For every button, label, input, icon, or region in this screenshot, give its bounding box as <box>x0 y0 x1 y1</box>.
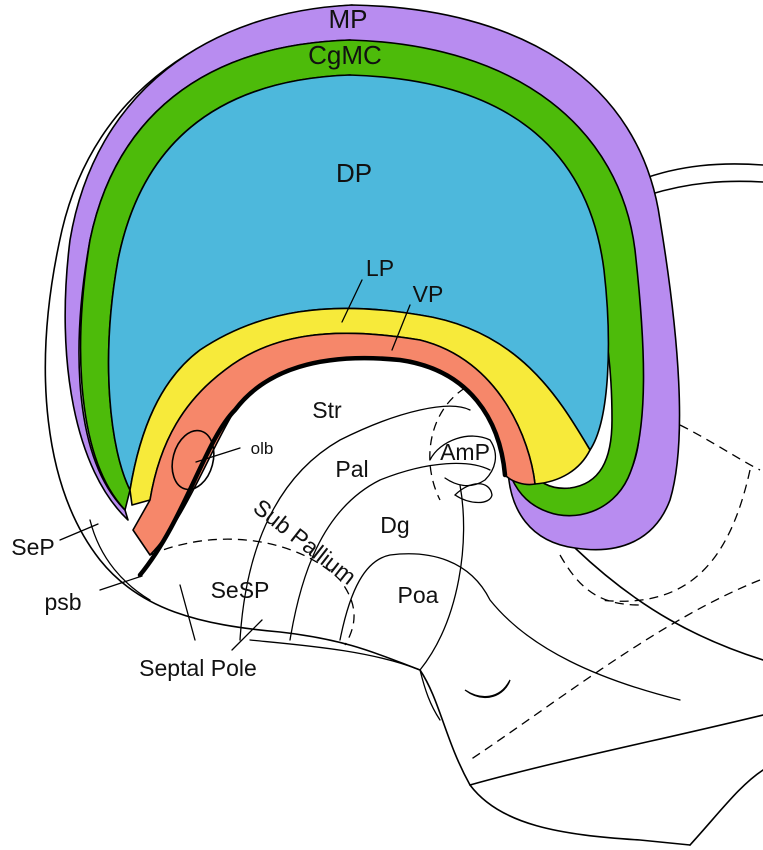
ventricle-tail <box>464 679 511 699</box>
small-loop <box>453 483 493 504</box>
olb-ellipse <box>171 429 215 491</box>
label-psb: psb <box>44 589 81 615</box>
subpallium-lines <box>89 405 681 701</box>
pal-dg-boundary <box>289 462 491 641</box>
label-dg: Dg <box>380 512 409 538</box>
lp-leader <box>341 279 363 323</box>
dg-poa-boundary <box>339 553 681 701</box>
cortex-line-top-right-2 <box>647 180 763 196</box>
stem-line-bottom <box>689 769 763 846</box>
label-sesp: SeSP <box>211 577 270 603</box>
label-dp: DP <box>336 158 372 188</box>
subpallium-dashed-boundary <box>149 538 355 646</box>
leader-lines <box>59 279 411 651</box>
label-cgmc: CgMC <box>308 40 382 70</box>
right-dashed-inner <box>559 554 641 606</box>
dashed-boundaries <box>149 387 761 761</box>
septal-pole-leader-2 <box>231 619 263 651</box>
ventral-contour <box>419 669 691 846</box>
amp-poa-boundary <box>419 484 465 671</box>
label-str: Str <box>312 397 342 423</box>
sep-inner-line <box>89 519 151 601</box>
stem-line-lower <box>469 714 763 786</box>
label-mp: MP <box>329 4 368 34</box>
ventral-midline <box>249 639 421 671</box>
olb-leader <box>195 447 241 463</box>
label-septal-pole: Septal Pole <box>139 655 257 681</box>
hemisphere-outer-left <box>44 4 421 671</box>
amp-outline <box>429 435 497 487</box>
right-dashed-mid <box>599 469 751 602</box>
right-dashed-upper <box>679 424 761 471</box>
label-vp: VP <box>413 281 444 307</box>
psb-boundary-line <box>137 355 508 578</box>
cortex-line-top-right <box>639 163 763 181</box>
outer-outline <box>44 4 763 846</box>
label-sep: SeP <box>11 534 54 560</box>
amp-dashed-boundary <box>429 387 466 501</box>
vp-leader <box>391 304 411 351</box>
label-olb: olb <box>251 439 274 458</box>
septal-pole-leader-1 <box>179 584 196 641</box>
label-lp: LP <box>366 255 394 281</box>
psb-leader <box>99 575 143 591</box>
str-pal-boundary <box>239 405 471 641</box>
right-dashed-lower <box>469 579 761 761</box>
label-amp: AmP <box>440 439 490 465</box>
stem-line-upper <box>574 547 763 661</box>
label-poa: Poa <box>398 582 439 608</box>
label-pal: Pal <box>335 456 368 482</box>
midline-extension <box>419 669 441 721</box>
sep-leader <box>59 523 99 541</box>
